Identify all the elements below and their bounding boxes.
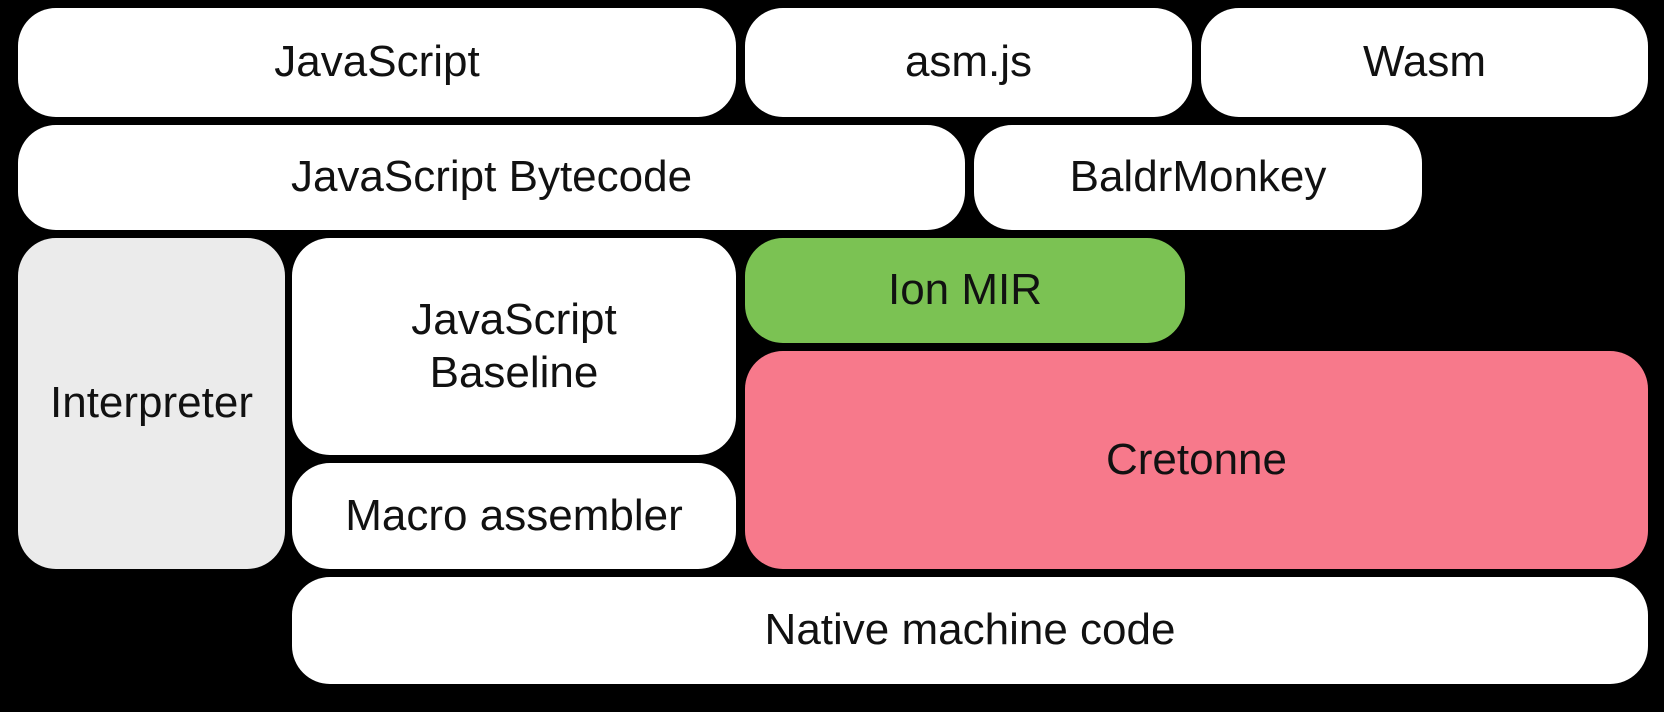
box-javascript-label: JavaScript — [274, 37, 480, 87]
box-cretonne-label: Cretonne — [1105, 434, 1287, 484]
box-javascript-baseline-label: JavaScript Baseline — [411, 294, 617, 397]
box-baldrmonkey-label: BaldrMonkey — [1069, 152, 1327, 202]
box-macro-assembler-label: Macro assembler — [345, 490, 683, 540]
box-interpreter: Interpreter — [18, 238, 285, 569]
box-native-machine-code-label: Native machine code — [764, 605, 1176, 655]
box-javascript-bytecode: JavaScript Bytecode — [18, 125, 965, 230]
box-macro-assembler: Macro assembler — [292, 463, 736, 569]
box-interpreter-label: Interpreter — [50, 378, 253, 428]
box-wasm-label: Wasm — [1362, 37, 1487, 87]
box-cretonne: Cretonne — [745, 351, 1648, 569]
box-ion-mir-label: Ion MIR — [887, 265, 1043, 315]
box-javascript-bytecode-label: JavaScript Bytecode — [290, 152, 693, 202]
box-asmjs-label: asm.js — [904, 37, 1033, 87]
box-asmjs: asm.js — [745, 8, 1192, 117]
box-baldrmonkey: BaldrMonkey — [974, 125, 1422, 230]
box-javascript-baseline: JavaScript Baseline — [292, 238, 736, 455]
box-wasm: Wasm — [1201, 8, 1648, 117]
box-ion-mir: Ion MIR — [745, 238, 1185, 343]
box-native-machine-code: Native machine code — [292, 577, 1648, 684]
box-javascript: JavaScript — [18, 8, 736, 117]
